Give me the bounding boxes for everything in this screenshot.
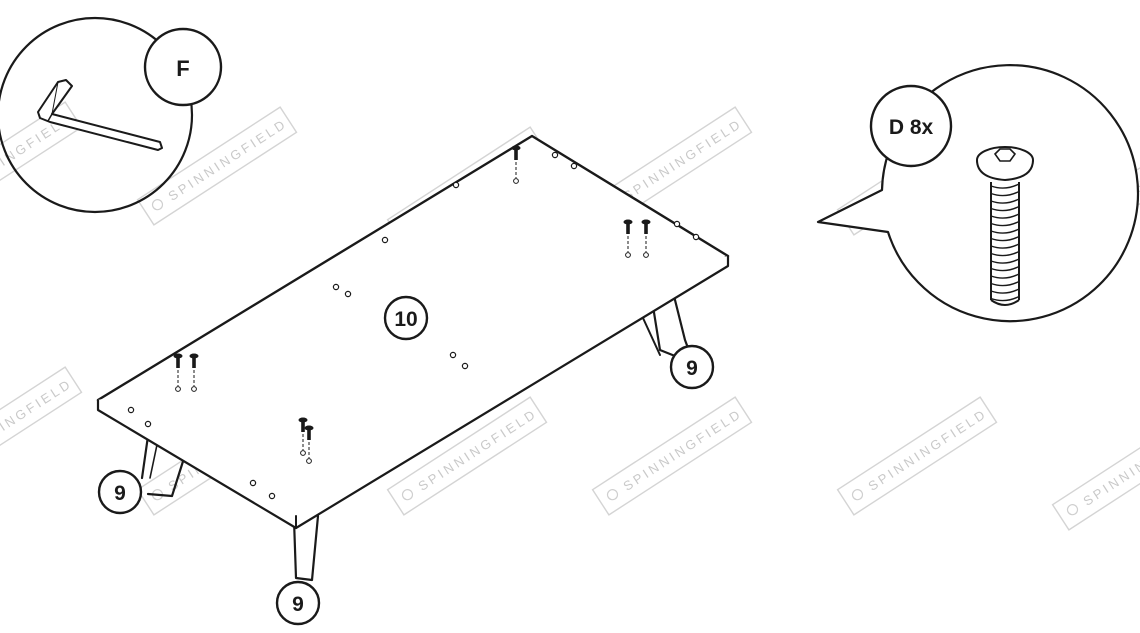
watermark-text: SPINNINGFIELD	[1080, 421, 1140, 509]
watermark: SPINNINGFIELD	[836, 396, 998, 516]
mini-screw-icon	[623, 219, 633, 258]
hole	[249, 479, 257, 487]
hole	[127, 406, 135, 414]
watermark-text: SPINNINGFIELD	[620, 116, 744, 204]
leg-right	[642, 286, 690, 358]
hole	[551, 151, 559, 159]
hole	[381, 236, 389, 244]
part-label-tabletop: 10	[383, 295, 429, 341]
leg-front-label: 9	[292, 593, 304, 616]
watermark: SPINNINGFIELD	[0, 366, 83, 486]
leg-left-label: 9	[114, 482, 126, 505]
watermark-text: SPINNINGFIELD	[620, 406, 744, 494]
watermark-text: SPINNINGFIELD	[165, 116, 289, 204]
hole	[449, 351, 457, 359]
part-label-leg-right: 9	[669, 344, 715, 390]
leg-right-label: 9	[686, 357, 698, 380]
tool-label-circle	[143, 27, 223, 107]
mini-screw-icon	[298, 417, 308, 456]
hardware-label-circle	[869, 84, 953, 168]
pre-drilled-holes	[127, 151, 700, 500]
hole	[332, 283, 340, 291]
mini-screw-icon	[189, 353, 199, 392]
hardware-callout: D 8x	[816, 64, 1139, 323]
mini-screw-icon	[641, 219, 651, 258]
part-label-leg-front: 9	[275, 580, 321, 626]
hole	[692, 233, 700, 241]
hole	[268, 492, 276, 500]
hole	[452, 181, 460, 189]
tabletop-label: 10	[394, 308, 417, 331]
mini-screw-icon	[173, 353, 183, 392]
hole	[673, 220, 681, 228]
tool-callout: F	[0, 16, 223, 214]
screws-inserted	[173, 145, 651, 464]
hole	[570, 162, 578, 170]
watermark-text: SPINNINGFIELD	[0, 376, 75, 464]
tool-label: F	[176, 56, 189, 81]
leg-front	[292, 514, 320, 582]
screw-icon	[976, 146, 1034, 306]
watermark-text: SPINNINGFIELD	[865, 406, 989, 494]
watermark: SPINNINGFIELD	[591, 396, 753, 516]
mini-screw-icon	[511, 145, 521, 184]
hole	[461, 362, 469, 370]
hole	[344, 290, 352, 298]
watermark: SPINNINGFIELD	[1051, 411, 1140, 531]
allen-key-icon	[37, 79, 163, 151]
hardware-label: D 8x	[889, 116, 934, 139]
mini-screw-icon	[304, 425, 314, 464]
hole	[144, 420, 152, 428]
part-label-leg-left: 9	[97, 469, 143, 515]
watermark: SPINNINGFIELD	[136, 106, 298, 226]
